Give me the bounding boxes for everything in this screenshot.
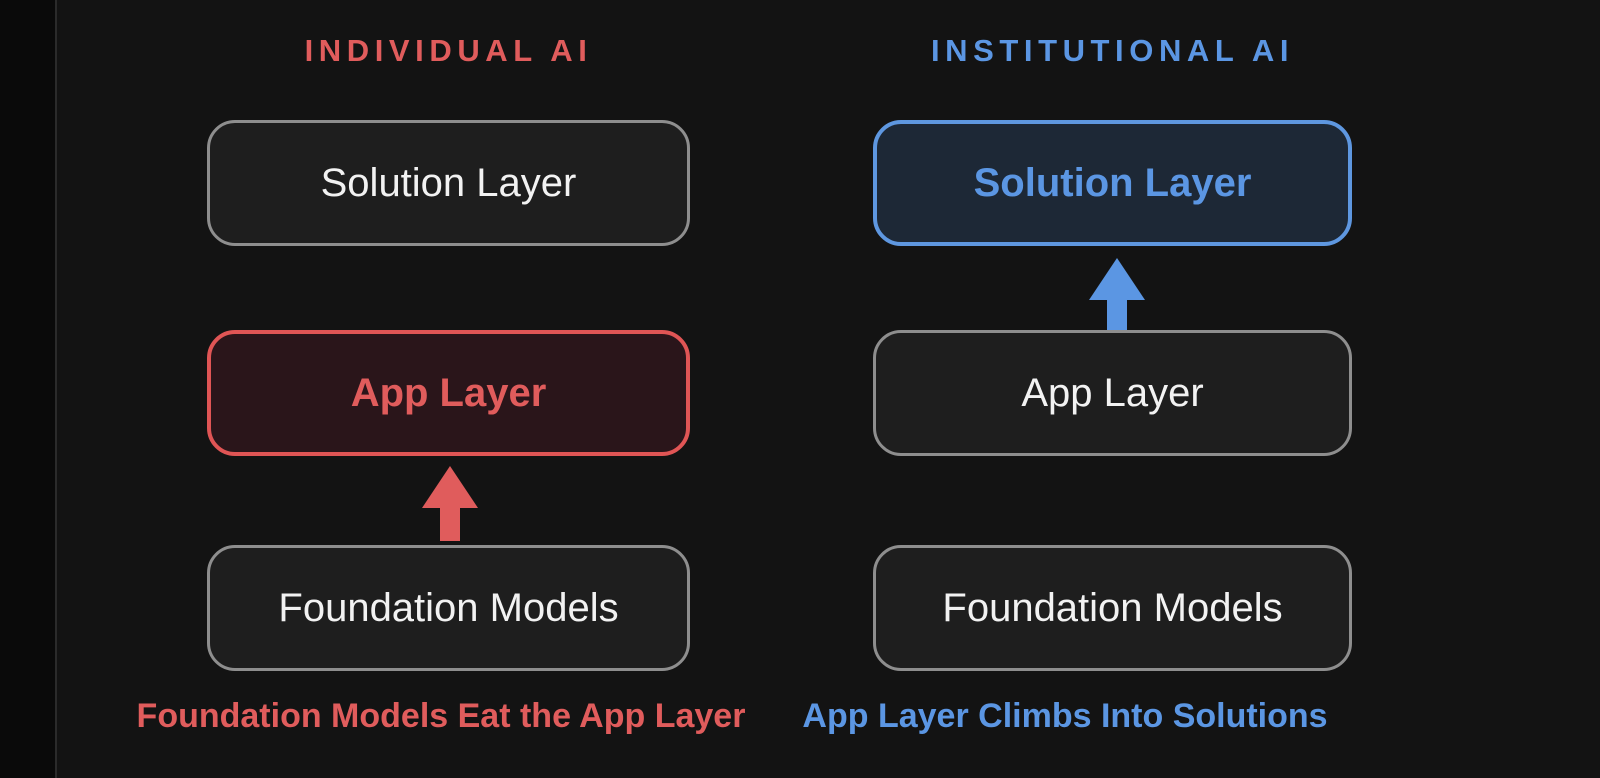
column-individual-ai: INDIVIDUAL AI Solution Layer App Layer F… <box>137 0 746 778</box>
box-label: App Layer <box>350 370 547 415</box>
box-institutional-solution-layer: Solution Layer <box>873 120 1352 246</box>
arrow-head <box>422 466 478 508</box>
box-label: App Layer <box>1021 370 1204 415</box>
column-title-institutional-ai: INSTITUTIONAL AI <box>930 33 1295 68</box>
box-institutional-foundation-models: Foundation Models <box>873 545 1352 671</box>
caption-institutional-ai: App Layer Climbs Into Solutions <box>802 697 1328 735</box>
box-individual-foundation-models: Foundation Models <box>207 545 690 671</box>
box-individual-solution-layer: Solution Layer <box>207 120 690 246</box>
arrow-stem <box>440 508 460 541</box>
arrow-head <box>1089 258 1145 300</box>
column-institutional-ai: INSTITUTIONAL AI Solution Layer App Laye… <box>802 0 1352 778</box>
box-individual-app-layer: App Layer <box>207 330 690 456</box>
left-edge-strip <box>0 0 57 778</box>
up-arrow-icon <box>1089 258 1145 333</box>
column-title-individual-ai: INDIVIDUAL AI <box>304 33 593 68</box>
up-arrow-icon <box>422 466 478 541</box>
box-label: Solution Layer <box>973 160 1252 205</box>
box-label: Solution Layer <box>320 160 577 205</box>
box-label: Foundation Models <box>278 585 619 630</box>
caption-individual-ai: Foundation Models Eat the App Layer <box>136 697 746 735</box>
box-institutional-app-layer: App Layer <box>873 330 1352 456</box>
box-label: Foundation Models <box>942 585 1283 630</box>
arrow-stem <box>1107 300 1127 333</box>
